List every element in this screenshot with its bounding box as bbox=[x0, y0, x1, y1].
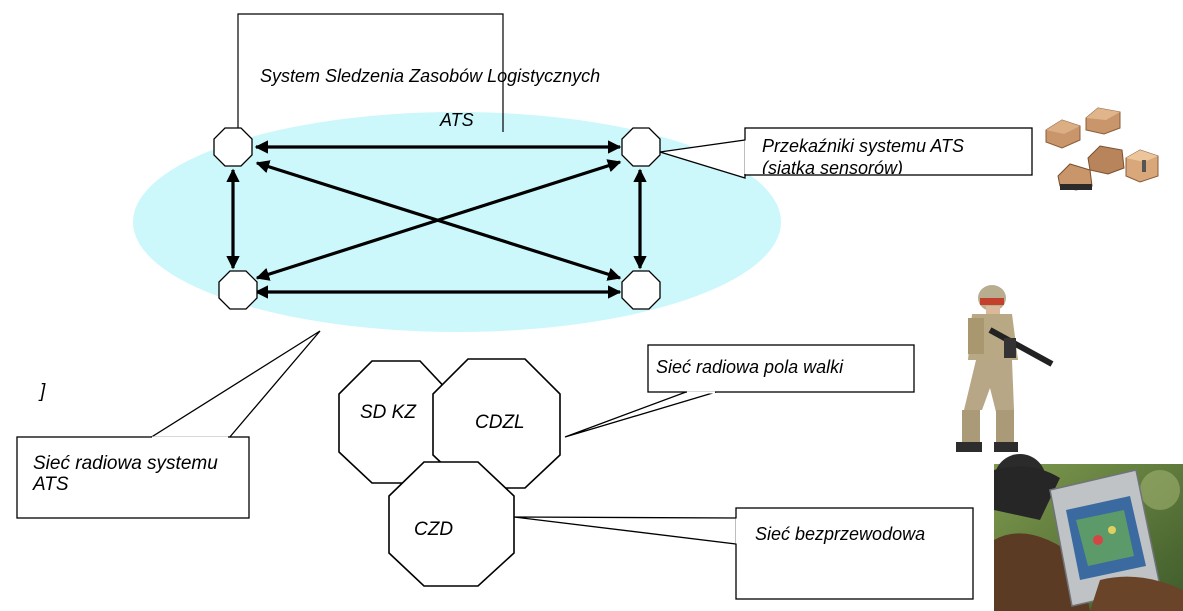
relays-callout-box bbox=[744, 127, 1033, 176]
battlefield-callout-text: Sieć radiowa pola walki bbox=[656, 357, 844, 377]
radio-callout-line-1: Sieć radiowa systemu bbox=[33, 453, 218, 474]
title-line-2: ATS bbox=[439, 110, 474, 130]
cluster-label-sdkz: SD KZ bbox=[360, 402, 417, 423]
relay-node bbox=[621, 127, 661, 167]
radio-callout-pointer bbox=[147, 330, 321, 439]
wireless-callout-box bbox=[735, 507, 974, 600]
cluster-label-czd: CZD bbox=[414, 519, 453, 540]
title-line-1: System Sledzenia Zasobów Logistycznych bbox=[260, 66, 600, 86]
radio-callout-line-2: ATS bbox=[32, 474, 69, 495]
radio-callout-box bbox=[16, 436, 250, 519]
stray-bracket: ] bbox=[38, 381, 46, 402]
cluster-cdzl bbox=[432, 358, 561, 489]
relay-node bbox=[218, 270, 258, 310]
battlefield-callout-pointer bbox=[564, 391, 717, 438]
relays-callout-line-2: (siatka sensorów) bbox=[762, 158, 903, 178]
sensor-devices-photo bbox=[1045, 107, 1159, 191]
relays-callout-line-1: Przekaźniki systemu ATS bbox=[762, 136, 964, 156]
relay-node bbox=[213, 127, 253, 167]
title-box bbox=[237, 13, 504, 132]
cluster-label-cdzl: CDZL bbox=[475, 412, 525, 433]
soldier-photo bbox=[946, 276, 1054, 460]
wireless-callout-pointer bbox=[513, 516, 737, 545]
handheld-device-photo bbox=[994, 454, 1183, 611]
wireless-callout-text: Sieć bezprzewodowa bbox=[755, 524, 925, 544]
link-diagonal-up bbox=[255, 159, 622, 281]
cluster-czd bbox=[388, 461, 515, 587]
relay-node bbox=[621, 270, 661, 310]
battlefield-callout-box bbox=[647, 344, 915, 393]
